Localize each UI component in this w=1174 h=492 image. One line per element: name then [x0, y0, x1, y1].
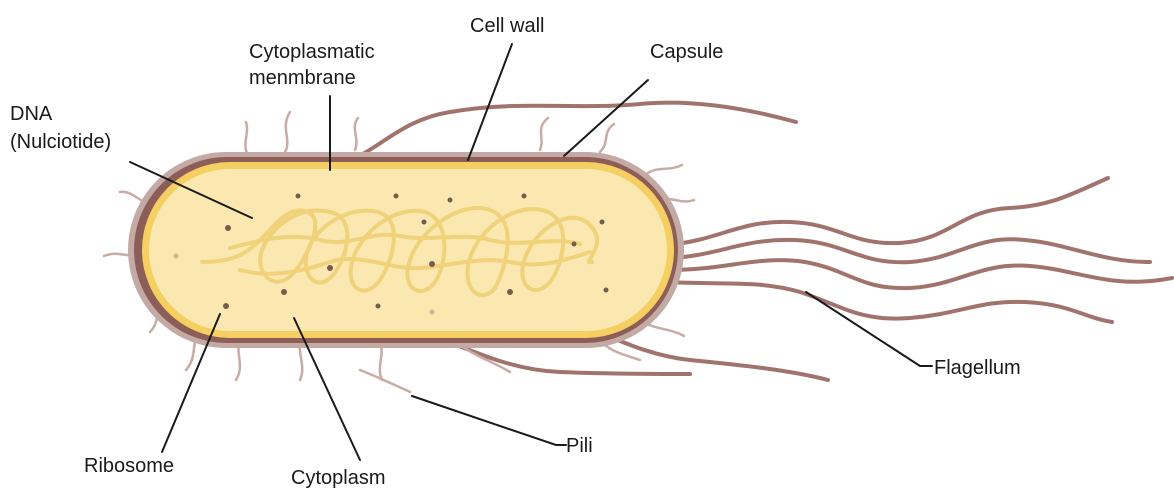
label-cell-wall: Cell wall — [470, 14, 544, 38]
label-flagellum: Flagellum — [934, 356, 1021, 380]
label-cytoplasmic-membrane-line2: menmbrane — [249, 66, 356, 90]
label-dna-line2: (Nulciotide) — [10, 130, 111, 154]
leader-pili — [412, 396, 566, 445]
label-pili: Pili — [566, 434, 593, 458]
leader-flagellum — [806, 292, 932, 366]
label-capsule: Capsule — [650, 40, 723, 64]
label-cytoplasm: Cytoplasm — [291, 466, 385, 490]
label-cytoplasmic-membrane-line1: Cytoplasmatic — [249, 40, 375, 64]
flagellum-1 — [668, 178, 1108, 245]
label-dna-line1: DNA — [10, 102, 52, 126]
leader-cell-wall — [468, 44, 512, 160]
leader-capsule — [564, 80, 648, 156]
label-ribosome: Ribosome — [84, 454, 174, 478]
